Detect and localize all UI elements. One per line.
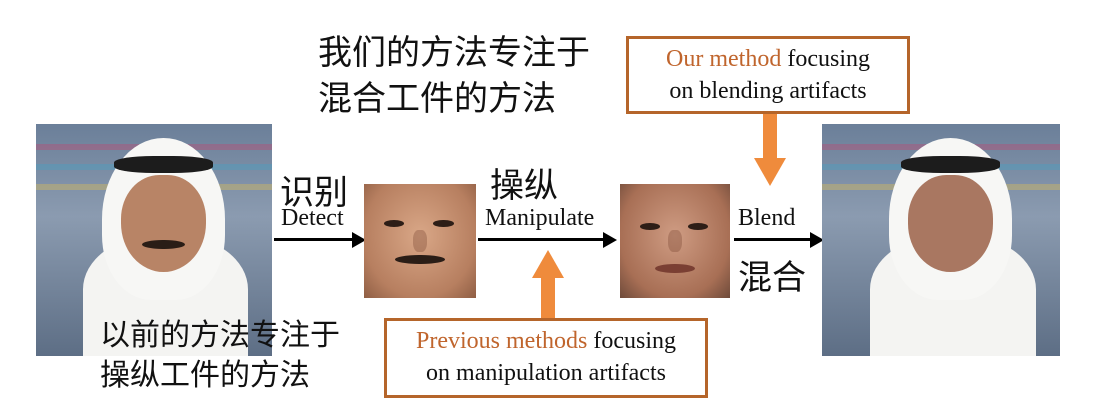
blend-cn-label: 混合	[738, 258, 806, 298]
detect-en-label: Detect	[281, 205, 344, 231]
our-method-rest: focusing	[781, 46, 870, 72]
our-method-cn-label: 我们的方法专注于 混合工件的方法	[318, 30, 590, 122]
manipulate-en-label: Manipulate	[485, 205, 595, 231]
orange-down-arrow	[754, 114, 786, 186]
cropped-face-image	[364, 184, 476, 298]
blended-result-image	[822, 124, 1060, 356]
previous-method-cn-line2: 操纵工件的方法	[100, 358, 310, 393]
previous-methods-rest: focusing	[587, 328, 676, 354]
previous-methods-highlight: Previous methods	[416, 328, 588, 354]
previous-methods-line2: on manipulation artifacts	[426, 360, 666, 386]
our-method-callout: Our method focusing on blending artifact…	[626, 36, 910, 114]
orange-up-arrow	[532, 250, 564, 318]
arrow-detect-head	[352, 232, 366, 248]
our-method-cn-line2: 混合工件的方法	[318, 79, 556, 119]
our-method-cn-line1: 我们的方法专注于	[318, 33, 590, 73]
arrow-blend-line	[734, 238, 814, 241]
source-image	[36, 124, 272, 356]
arrow-manipulate-line	[478, 238, 606, 241]
our-method-highlight: Our method	[666, 46, 782, 72]
previous-method-cn-label: 以前的方法专注于 操纵工件的方法	[100, 316, 340, 396]
our-method-line2: on blending artifacts	[669, 78, 867, 104]
detect-cn-label: 识别	[280, 173, 348, 213]
arrow-detect-line	[274, 238, 356, 241]
manipulate-cn-label: 操纵	[490, 166, 558, 206]
manipulated-face-image	[620, 184, 730, 298]
arrow-manipulate-head	[603, 232, 617, 248]
arrow-blend-head	[810, 232, 824, 248]
previous-methods-callout: Previous methods focusing on manipulatio…	[384, 318, 708, 398]
blend-en-label: Blend	[738, 205, 796, 231]
previous-method-cn-line1: 以前的方法专注于	[100, 318, 340, 353]
